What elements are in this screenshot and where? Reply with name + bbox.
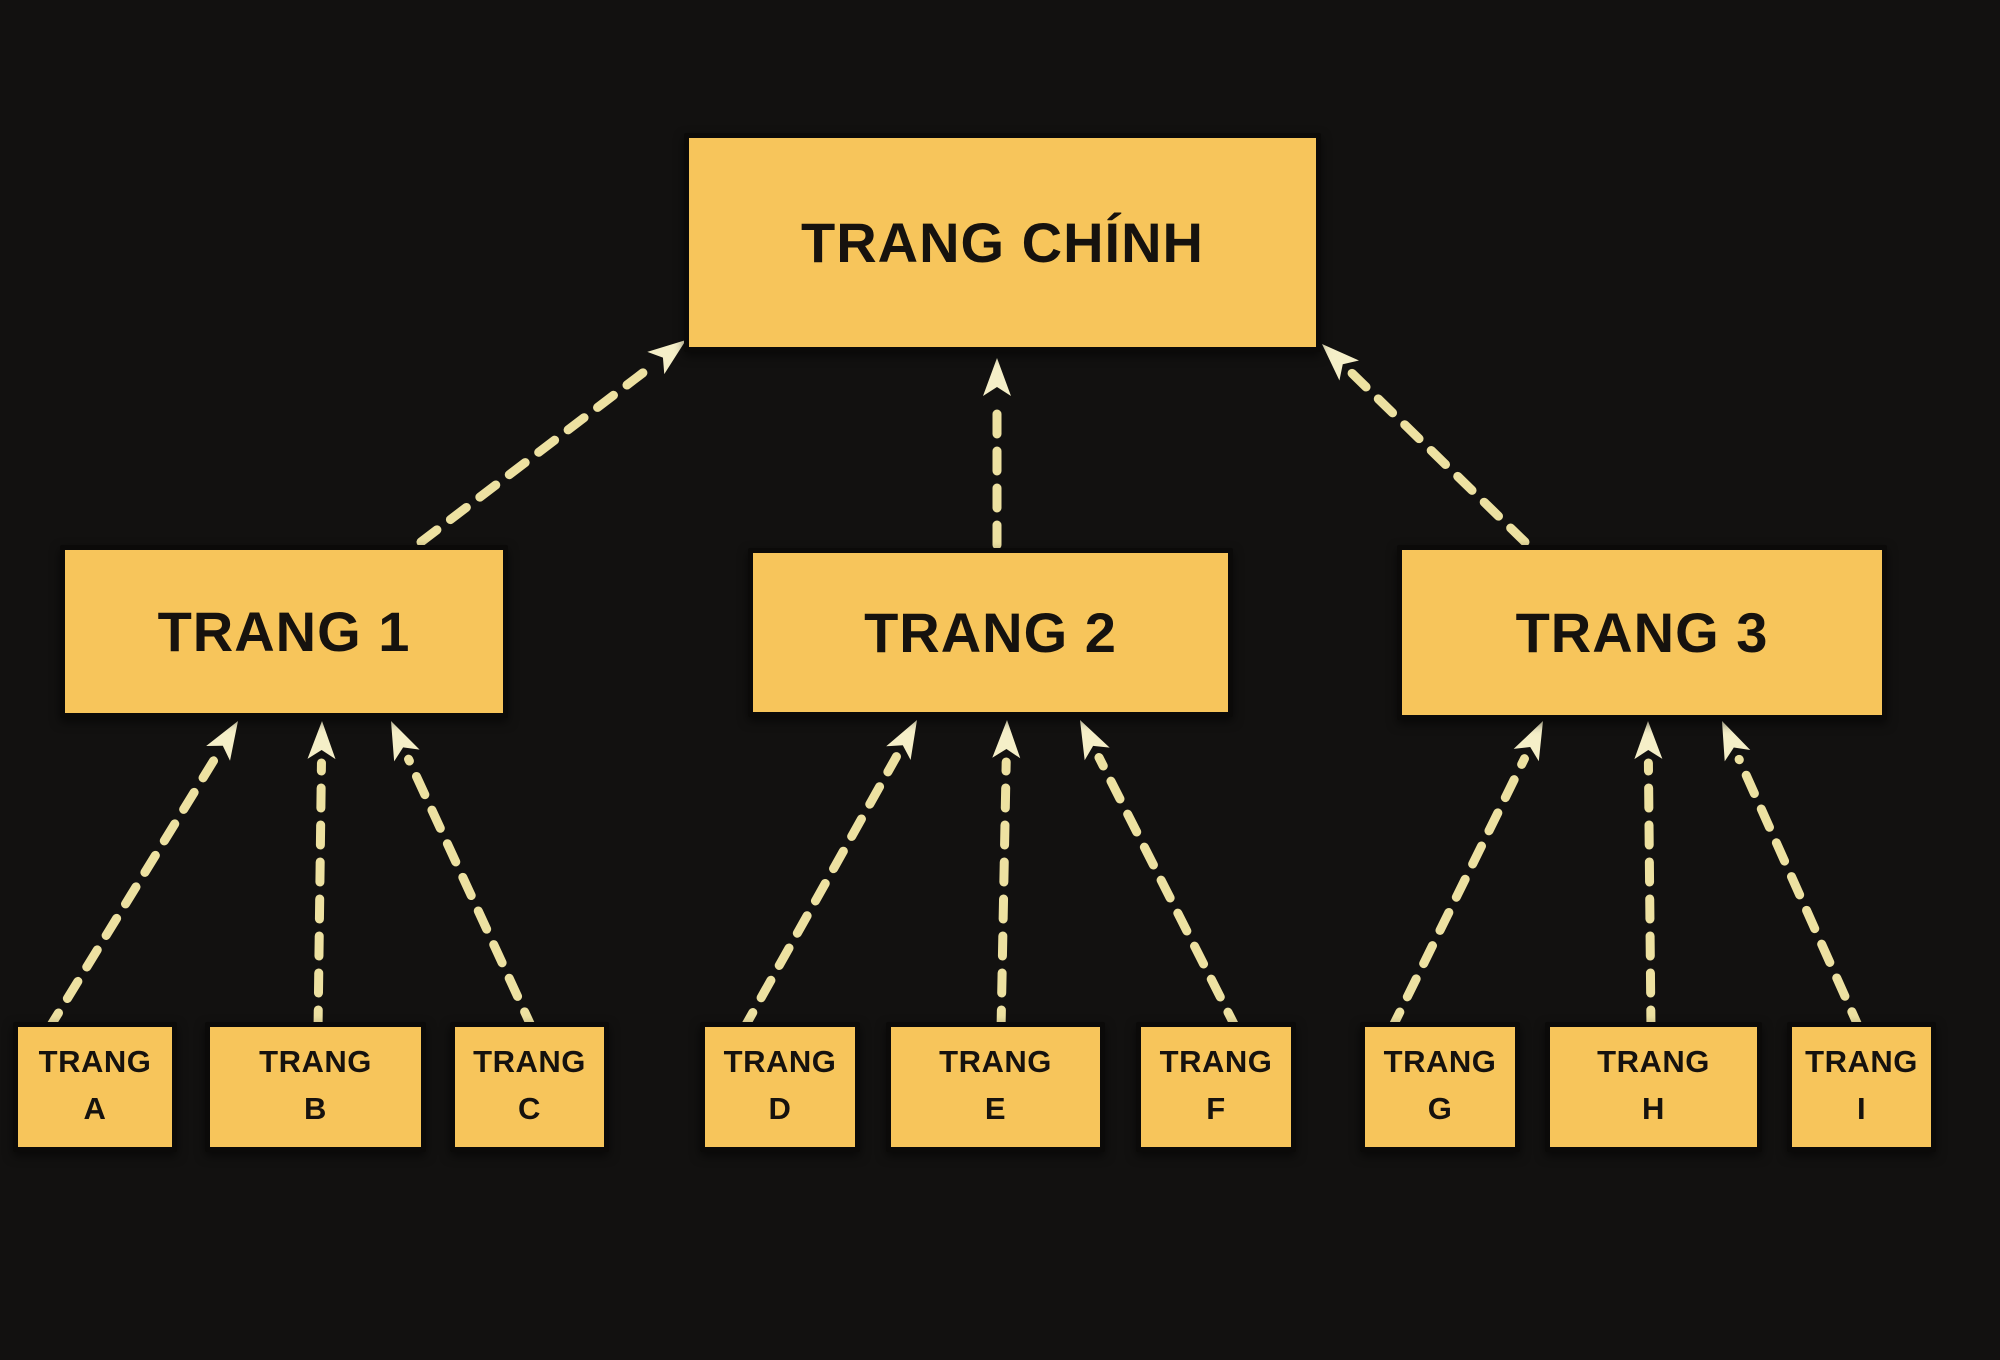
node-trang-h: TRANG H xyxy=(1545,1022,1762,1152)
node-label-line1: TRANG xyxy=(259,1044,372,1080)
node-label: TRANG CHÍNH xyxy=(801,211,1204,274)
node-trang-1: TRANG 1 xyxy=(60,545,508,718)
arrowhead-icon xyxy=(1322,344,1359,381)
arrowhead-icon xyxy=(647,340,686,375)
node-label-line2: B xyxy=(304,1090,327,1126)
arrowhead-icon xyxy=(1634,721,1663,760)
edge-trang-b-to-trang-1 xyxy=(307,721,336,1035)
arrowhead-icon xyxy=(1513,721,1543,762)
node-label-line2: E xyxy=(984,1090,1007,1126)
node-label-line1: TRANG xyxy=(38,1044,152,1080)
node-label-line1: TRANG xyxy=(939,1044,1052,1080)
dashed-connector-line xyxy=(1347,368,1530,547)
node-label-line2: F xyxy=(1206,1090,1226,1126)
node-label-line1: TRANG xyxy=(1159,1044,1273,1080)
edge-trang-a-to-trang-1 xyxy=(43,721,238,1035)
arrowhead-icon xyxy=(391,721,420,762)
edge-trang-2-to-trang-chinh xyxy=(983,358,1011,550)
arrowhead-icon xyxy=(1722,721,1751,762)
arrowhead-icon xyxy=(983,358,1011,396)
dashed-connector-line xyxy=(1386,754,1529,1035)
node-label: TRANG 3 xyxy=(1515,601,1769,664)
node-trang-2: TRANG 2 xyxy=(748,548,1233,717)
node-trang-c: TRANG C xyxy=(450,1022,609,1152)
node-trang-d: TRANG D xyxy=(700,1022,860,1152)
arrowhead-icon xyxy=(1080,720,1110,761)
arrowhead-icon xyxy=(886,720,917,760)
node-label-line2: C xyxy=(518,1090,541,1126)
arrowhead-icon xyxy=(307,721,336,760)
edge-trang-c-to-trang-1 xyxy=(391,721,538,1035)
dashed-connector-line xyxy=(996,757,1011,1035)
node-label-line1: TRANG xyxy=(1383,1044,1497,1080)
node-label-line2: H xyxy=(1642,1090,1665,1126)
edge-trang-f-to-trang-2 xyxy=(1080,720,1242,1035)
dashed-connector-line xyxy=(738,752,901,1035)
node-label-line1: TRANG xyxy=(473,1044,586,1080)
node-label-line2: I xyxy=(1856,1090,1867,1126)
node-label-line2: A xyxy=(83,1090,107,1126)
node-label-line1: TRANG xyxy=(723,1044,837,1080)
node-label-line1: TRANG xyxy=(1805,1044,1918,1080)
node-label-line2: D xyxy=(768,1090,792,1126)
dashed-connector-line xyxy=(313,758,326,1035)
arrowhead-icon xyxy=(206,721,238,761)
edge-trang-i-to-trang-3 xyxy=(1722,721,1865,1035)
dashed-connector-line xyxy=(1734,754,1865,1035)
edge-trang-e-to-trang-2 xyxy=(992,720,1021,1035)
node-label-line1: TRANG xyxy=(1597,1044,1710,1080)
dashed-connector-line xyxy=(404,754,538,1035)
dashed-connector-line xyxy=(1094,752,1242,1035)
dashed-connector-line xyxy=(43,752,221,1035)
node-trang-chinh: TRANG CHÍNH xyxy=(684,133,1321,352)
edge-trang-3-to-trang-chinh xyxy=(1322,344,1530,547)
node-label: TRANG 1 xyxy=(157,600,411,663)
node-trang-i: TRANG I xyxy=(1787,1022,1936,1152)
node-trang-3: TRANG 3 xyxy=(1397,545,1887,720)
node-label-line2: G xyxy=(1427,1090,1453,1126)
edge-trang-1-to-trang-chinh xyxy=(416,340,686,547)
edge-trang-h-to-trang-3 xyxy=(1634,721,1663,1035)
node-label: TRANG 2 xyxy=(864,601,1117,664)
node-trang-g: TRANG G xyxy=(1360,1022,1520,1152)
arrowhead-icon xyxy=(992,720,1021,759)
node-trang-a: TRANG A xyxy=(13,1022,177,1152)
node-trang-b: TRANG B xyxy=(205,1022,426,1152)
dashed-connector-line xyxy=(1643,758,1656,1035)
dashed-connector-line xyxy=(416,360,658,547)
edge-trang-d-to-trang-2 xyxy=(738,720,917,1035)
node-trang-f: TRANG F xyxy=(1136,1022,1296,1152)
edge-trang-g-to-trang-3 xyxy=(1386,721,1543,1035)
node-trang-e: TRANG E xyxy=(886,1022,1105,1152)
